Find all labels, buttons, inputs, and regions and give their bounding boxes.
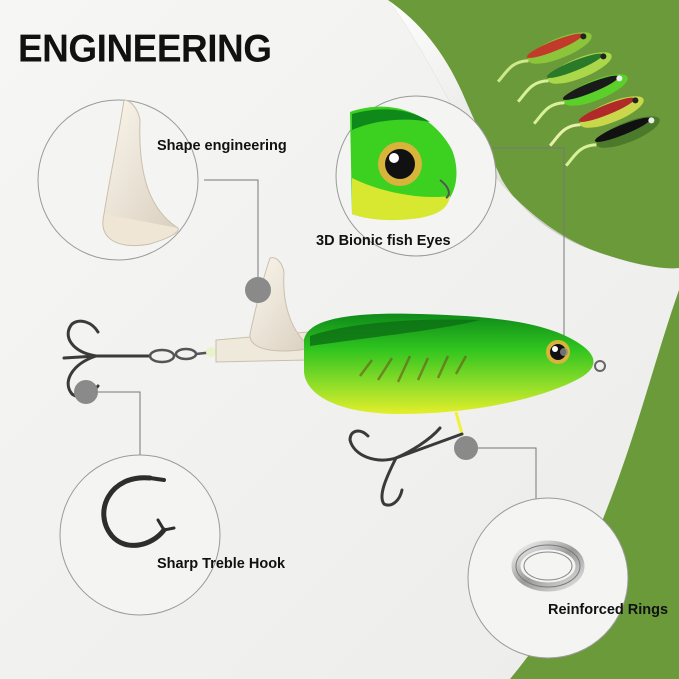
shape-marker [245, 277, 271, 303]
fish-eye-detail-image [350, 106, 457, 221]
hook-marker [74, 380, 98, 404]
paper-curl [388, 0, 592, 250]
ring-marker [454, 436, 478, 460]
hook-detail-circle [59, 454, 221, 616]
reinforced-rings-label: Reinforced Rings [548, 602, 669, 618]
lure-set-photo [496, 32, 660, 167]
green-corner-wave [510, 290, 679, 679]
treble-hook-label: Sharp Treble Hook [157, 556, 286, 572]
split-ring-detail-image [511, 540, 585, 592]
ring-detail-circle [467, 497, 629, 659]
shape-engineering-label: Shape engineering [157, 138, 287, 154]
single-hook-detail-image [101, 475, 176, 548]
connector-lines [86, 147, 565, 500]
eyes-marker [560, 348, 568, 356]
fin-detail-image [102, 99, 180, 246]
page-title: ENGINEERING [18, 26, 272, 70]
bionic-eyes-label: 3D Bionic fish Eyes [316, 233, 451, 249]
